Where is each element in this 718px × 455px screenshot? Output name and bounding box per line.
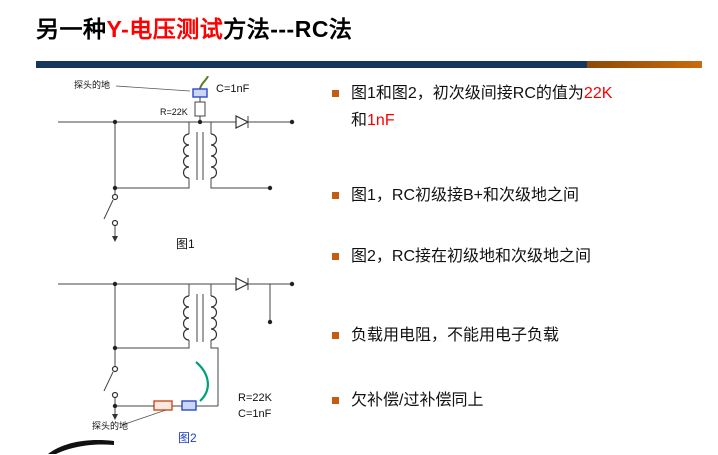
bullet-item-fig1-connection: 图1，RC初级接B+和次级地之间 [332, 182, 704, 209]
bullet1-value-1nf: 1nF [367, 112, 395, 129]
bullet-item-compensation: 欠补偿/过补偿同上 [332, 387, 704, 414]
capacitor-value-fig1: C=1nF [216, 83, 250, 95]
bullet-list: 图1和图2，初次级间接RC的值为22K 和1nF 图1，RC初级接B+和次级地之间… [332, 80, 704, 414]
bullet-item-load: 负载用电阻，不能用电子负载 [332, 322, 704, 349]
title-part1: 另一种 [36, 16, 107, 42]
bullet1-text: 图1和图2，初次级间接RC的值为 [351, 85, 584, 102]
switch-fig1 [103, 122, 119, 242]
resistor-value-fig1: R=22K [160, 107, 188, 117]
probe-wire-fig1 [199, 75, 209, 90]
probe-wire-fig2 [195, 361, 209, 402]
resistor-value-fig2: R=22K [238, 392, 273, 404]
bullet-square-icon [332, 397, 339, 404]
circuit-diagrams: 探头的地 C=1nF R=22K 图1 [50, 75, 320, 455]
bullet-square-icon [332, 90, 339, 97]
logo-swoosh-icon [46, 438, 118, 455]
bullet-text: 欠补偿/过补偿同上 [351, 392, 484, 409]
divider-accent [587, 61, 702, 68]
figure2-caption: 图2 [178, 431, 197, 445]
resistor-fig2 [153, 400, 173, 411]
bullet1-value-22k: 22K [583, 85, 613, 102]
bullet-text: 图1，RC初级接B+和次级地之间 [351, 187, 580, 204]
title-highlight: Y-电压测试 [106, 16, 224, 42]
transformer-fig1 [182, 122, 218, 180]
capacitor-fig1 [192, 88, 208, 98]
switch-fig2 [103, 284, 119, 420]
bullet-text: 图1和图2，初次级间接RC的值为22K 和1nF [351, 80, 612, 134]
bullet-item-fig2-connection: 图2，RC接在初级地和次级地之间 [332, 243, 704, 270]
divider-bar [36, 61, 702, 68]
probe-ground-label-fig2: 探头的地 [92, 420, 128, 431]
figure2-schematic: R=22K C=1nF 探头的地 图2 [58, 277, 295, 445]
bullet-square-icon [332, 192, 339, 199]
bullet1-text2: 和 [351, 112, 368, 129]
figure1-schematic: 探头的地 C=1nF R=22K 图1 [58, 75, 295, 251]
bullet-item-rc-values: 图1和图2，初次级间接RC的值为22K 和1nF [332, 80, 704, 134]
resistor-fig1 [194, 101, 206, 117]
bullet-text: 负载用电阻，不能用电子负载 [351, 327, 560, 344]
diode-fig2 [235, 277, 250, 291]
capacitor-fig2 [181, 400, 197, 411]
page-title: 另一种Y-电压测试方法---RC法 [36, 10, 352, 44]
diode-fig1 [235, 115, 250, 129]
title-part3: 方法---RC法 [223, 16, 353, 42]
figure1-caption: 图1 [176, 237, 195, 251]
bullet-square-icon [332, 253, 339, 260]
bullet-text: 图2，RC接在初级地和次级地之间 [351, 248, 592, 265]
transformer-fig2 [182, 284, 218, 342]
bullet-square-icon [332, 332, 339, 339]
probe-ground-label-fig1: 探头的地 [74, 79, 110, 90]
circuit-schematic-svg: 探头的地 C=1nF R=22K 图1 [58, 75, 295, 445]
capacitor-value-fig2: C=1nF [238, 408, 272, 420]
